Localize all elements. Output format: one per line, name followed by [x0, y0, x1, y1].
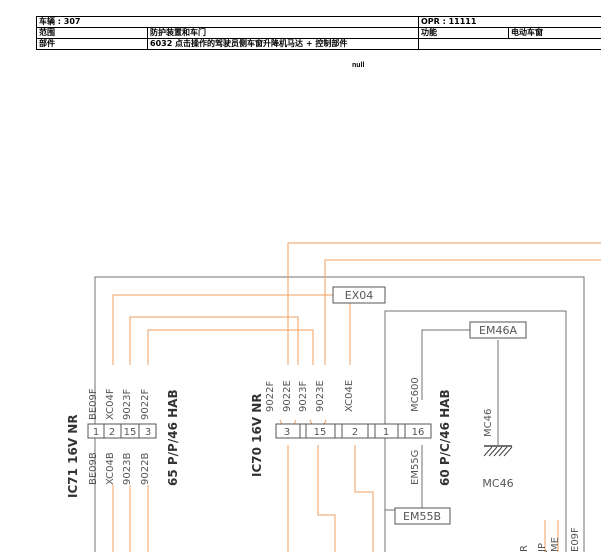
wire-9022f-ic70	[287, 242, 601, 365]
ic70-pin-3: 2	[352, 427, 358, 438]
ic70-top-label-3: 9023F	[298, 381, 309, 412]
svg-text:EX04: EX04	[345, 289, 373, 302]
ic71-top-label-2: XC04F	[105, 388, 116, 420]
part-value: 6032 点击操作的驾驶员侧车窗升降机马达 + 控制部件	[147, 38, 419, 50]
em55b-box: EM55B	[394, 507, 451, 525]
ic71-bottom-label-1: BE09B	[88, 452, 99, 485]
ic70-description: 60 P/C/46 HAB	[438, 389, 452, 486]
ic71-bottom-label-4: 9022B	[140, 453, 151, 485]
ic70-top-label-4: 9023E	[315, 380, 326, 412]
ic70-top-label-2: 9022E	[282, 380, 293, 412]
mc46-ground-symbol	[483, 445, 513, 457]
ic70-pin-4: 1	[383, 427, 389, 438]
edge-label-4: E09F	[570, 527, 581, 552]
ic70-name: IC70 16V NR	[250, 393, 264, 477]
outer-frame-wire	[94, 276, 585, 552]
ic70-pin-block: 3 15 2 1 16	[275, 423, 432, 439]
ic71-bottom-label-3: 9023B	[122, 453, 133, 485]
mc46-vertical-label: MC46	[483, 409, 494, 437]
ic71-top-label-3: 9023F	[122, 389, 133, 420]
ic70-top-label-1: 9022F	[265, 381, 276, 412]
ic71-pin-2: 2	[109, 427, 115, 438]
ic71-pin-4: 3	[145, 427, 151, 438]
ic70-top-label-5: XC04E	[344, 380, 355, 412]
edge-label-3: ME	[550, 537, 561, 552]
ic71-pin-block: 1 2 15 3	[87, 423, 157, 439]
ic71-bottom-label-2: XC04B	[105, 452, 116, 485]
wire-ic70-pin2-down	[354, 445, 374, 552]
edge-label-1: R	[519, 545, 530, 552]
part-label: 部件	[36, 38, 148, 50]
ic71-pin-1: 1	[93, 427, 99, 438]
header-table: 车辆 : 307 OPR : 11111 范围 防护装置和车门 功能 电动车窗 …	[36, 16, 601, 50]
wire-9023e-ic70	[324, 259, 601, 365]
ic71-description: 65 P/P/46 HAB	[166, 389, 180, 486]
wire-xc04f-ic71	[112, 294, 333, 365]
ic71-pin-3: 15	[124, 427, 137, 438]
ic71-top-label-1: BE09F	[88, 388, 99, 420]
wire-9022f-link	[147, 329, 314, 365]
svg-text:EM46A: EM46A	[479, 324, 517, 337]
ic71-top-label-4: 9022F	[140, 389, 151, 420]
ex04-box: EX04	[332, 286, 386, 304]
ic70-bottom-label-1: EM55G	[410, 450, 421, 485]
mc600-wire	[421, 329, 470, 400]
ic70-pin-2: 15	[314, 427, 327, 438]
wire-xc04e-ic70	[349, 294, 385, 365]
wire-ic70-pin15-down	[317, 445, 336, 552]
edge-label-2: JP	[537, 543, 548, 552]
ic71-name: IC71 16V NR	[66, 414, 80, 498]
em46a-box: EM46A	[469, 321, 527, 339]
wire-9023f-link	[129, 316, 299, 365]
ic70-pin-5: 16	[412, 427, 425, 438]
ic70-pin-1: 3	[284, 427, 290, 438]
ic70-top-label-6: MC600	[410, 377, 421, 412]
null-label: null	[352, 62, 365, 69]
mc46-label: MC46	[482, 477, 513, 490]
svg-text:EM55B: EM55B	[403, 510, 441, 523]
